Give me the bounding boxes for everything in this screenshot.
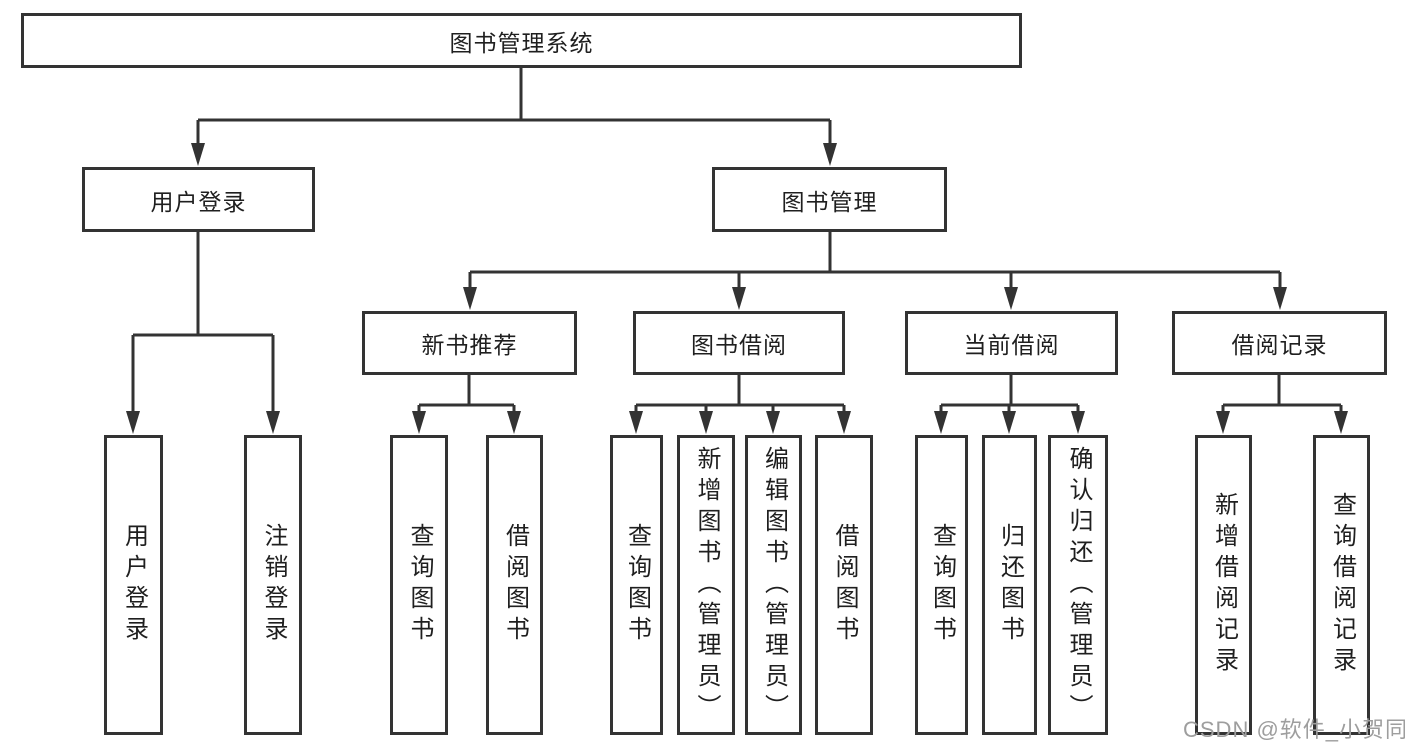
arrowhead-icon — [732, 287, 746, 310]
node-label: 归还图书 — [996, 523, 1024, 647]
arrowhead-icon — [507, 411, 521, 434]
arrowhead-icon — [766, 411, 780, 434]
arrowhead-icon — [266, 411, 280, 434]
arrowhead-icon — [823, 143, 837, 166]
leaf-borrow-books: 借阅图书 — [815, 435, 873, 735]
node-label: 当前借阅 — [963, 332, 1060, 358]
leaf-query-books-current: 查询图书 — [915, 435, 968, 735]
arrowhead-icon — [1002, 411, 1016, 434]
edge-bookborrow-to-leaves — [634, 375, 846, 416]
node-book-borrow: 图书借阅 — [633, 311, 845, 375]
node-current-borrow: 当前借阅 — [905, 311, 1118, 375]
node-label: 确认归还（管理员） — [1065, 445, 1092, 725]
arrowhead-icon — [463, 287, 477, 310]
connector-edges — [131, 68, 1343, 416]
arrowhead-icon — [1216, 411, 1230, 434]
arrowhead-icon — [1004, 287, 1018, 310]
arrowhead-icon — [1334, 411, 1348, 434]
node-label: 借阅图书 — [501, 523, 529, 647]
node-label: 查询图书 — [406, 523, 433, 647]
arrowhead-icon — [629, 411, 643, 434]
arrowhead-icon — [699, 411, 713, 434]
node-label: 图书管理系统 — [449, 29, 594, 56]
node-label: 借阅图书 — [831, 523, 858, 647]
edge-currentborrow-to-leaves — [939, 375, 1080, 416]
node-label: 图书借阅 — [691, 332, 787, 358]
node-root-library-system: 图书管理系统 — [21, 13, 1022, 68]
edge-newbooks-to-leaves — [417, 375, 516, 416]
edge-root-to-level2 — [196, 68, 832, 147]
node-label: 编辑图书（管理员） — [760, 445, 788, 725]
node-book-management: 图书管理 — [712, 167, 947, 232]
node-label: 查询图书 — [928, 523, 956, 647]
node-label: 图书管理 — [781, 188, 878, 215]
arrowhead-icon — [1071, 411, 1085, 434]
csdn-watermark: CSDN @软件_小贺同学 — [1183, 717, 1405, 742]
node-label: 查询图书 — [623, 523, 651, 647]
edge-borrowrecords-to-leaves — [1221, 375, 1343, 416]
arrowhead-icon — [126, 411, 140, 434]
leaf-borrow-books-recommend: 借阅图书 — [486, 435, 543, 735]
leaf-add-borrow-record: 新增借阅记录 — [1195, 435, 1252, 735]
leaf-logout: 注销登录 — [244, 435, 302, 735]
edge-bookmgmt-to-level3 — [468, 232, 1282, 292]
leaf-edit-book-admin: 编辑图书（管理员） — [745, 435, 802, 735]
arrowheads — [126, 143, 1348, 434]
node-label: 借阅记录 — [1231, 332, 1328, 358]
leaf-query-books-recommend: 查询图书 — [390, 435, 448, 735]
leaf-user-login: 用户登录 — [104, 435, 163, 735]
arrowhead-icon — [837, 411, 851, 434]
arrowhead-icon — [412, 411, 426, 434]
node-label: 查询借阅记录 — [1328, 492, 1356, 678]
leaf-return-book: 归还图书 — [982, 435, 1037, 735]
node-label: 新增借阅记录 — [1210, 492, 1238, 678]
node-label: 注销登录 — [260, 523, 287, 647]
leaf-confirm-return-admin: 确认归还（管理员） — [1048, 435, 1108, 735]
node-label: 新书推荐 — [421, 332, 518, 358]
arrowhead-icon — [934, 411, 948, 434]
node-label: 用户登录 — [150, 188, 247, 215]
arrowhead-icon — [191, 143, 205, 166]
leaf-query-books-borrow: 查询图书 — [610, 435, 663, 735]
node-new-book-recommend: 新书推荐 — [362, 311, 577, 375]
node-borrow-records: 借阅记录 — [1172, 311, 1387, 375]
leaf-query-borrow-record: 查询借阅记录 — [1313, 435, 1370, 735]
node-label: 新增图书（管理员） — [693, 445, 720, 725]
node-user-login: 用户登录 — [82, 167, 315, 232]
edge-userlogin-to-leaves — [131, 232, 275, 416]
node-label: 用户登录 — [120, 523, 148, 647]
leaf-add-book-admin: 新增图书（管理员） — [677, 435, 735, 735]
arrowhead-icon — [1273, 287, 1287, 310]
